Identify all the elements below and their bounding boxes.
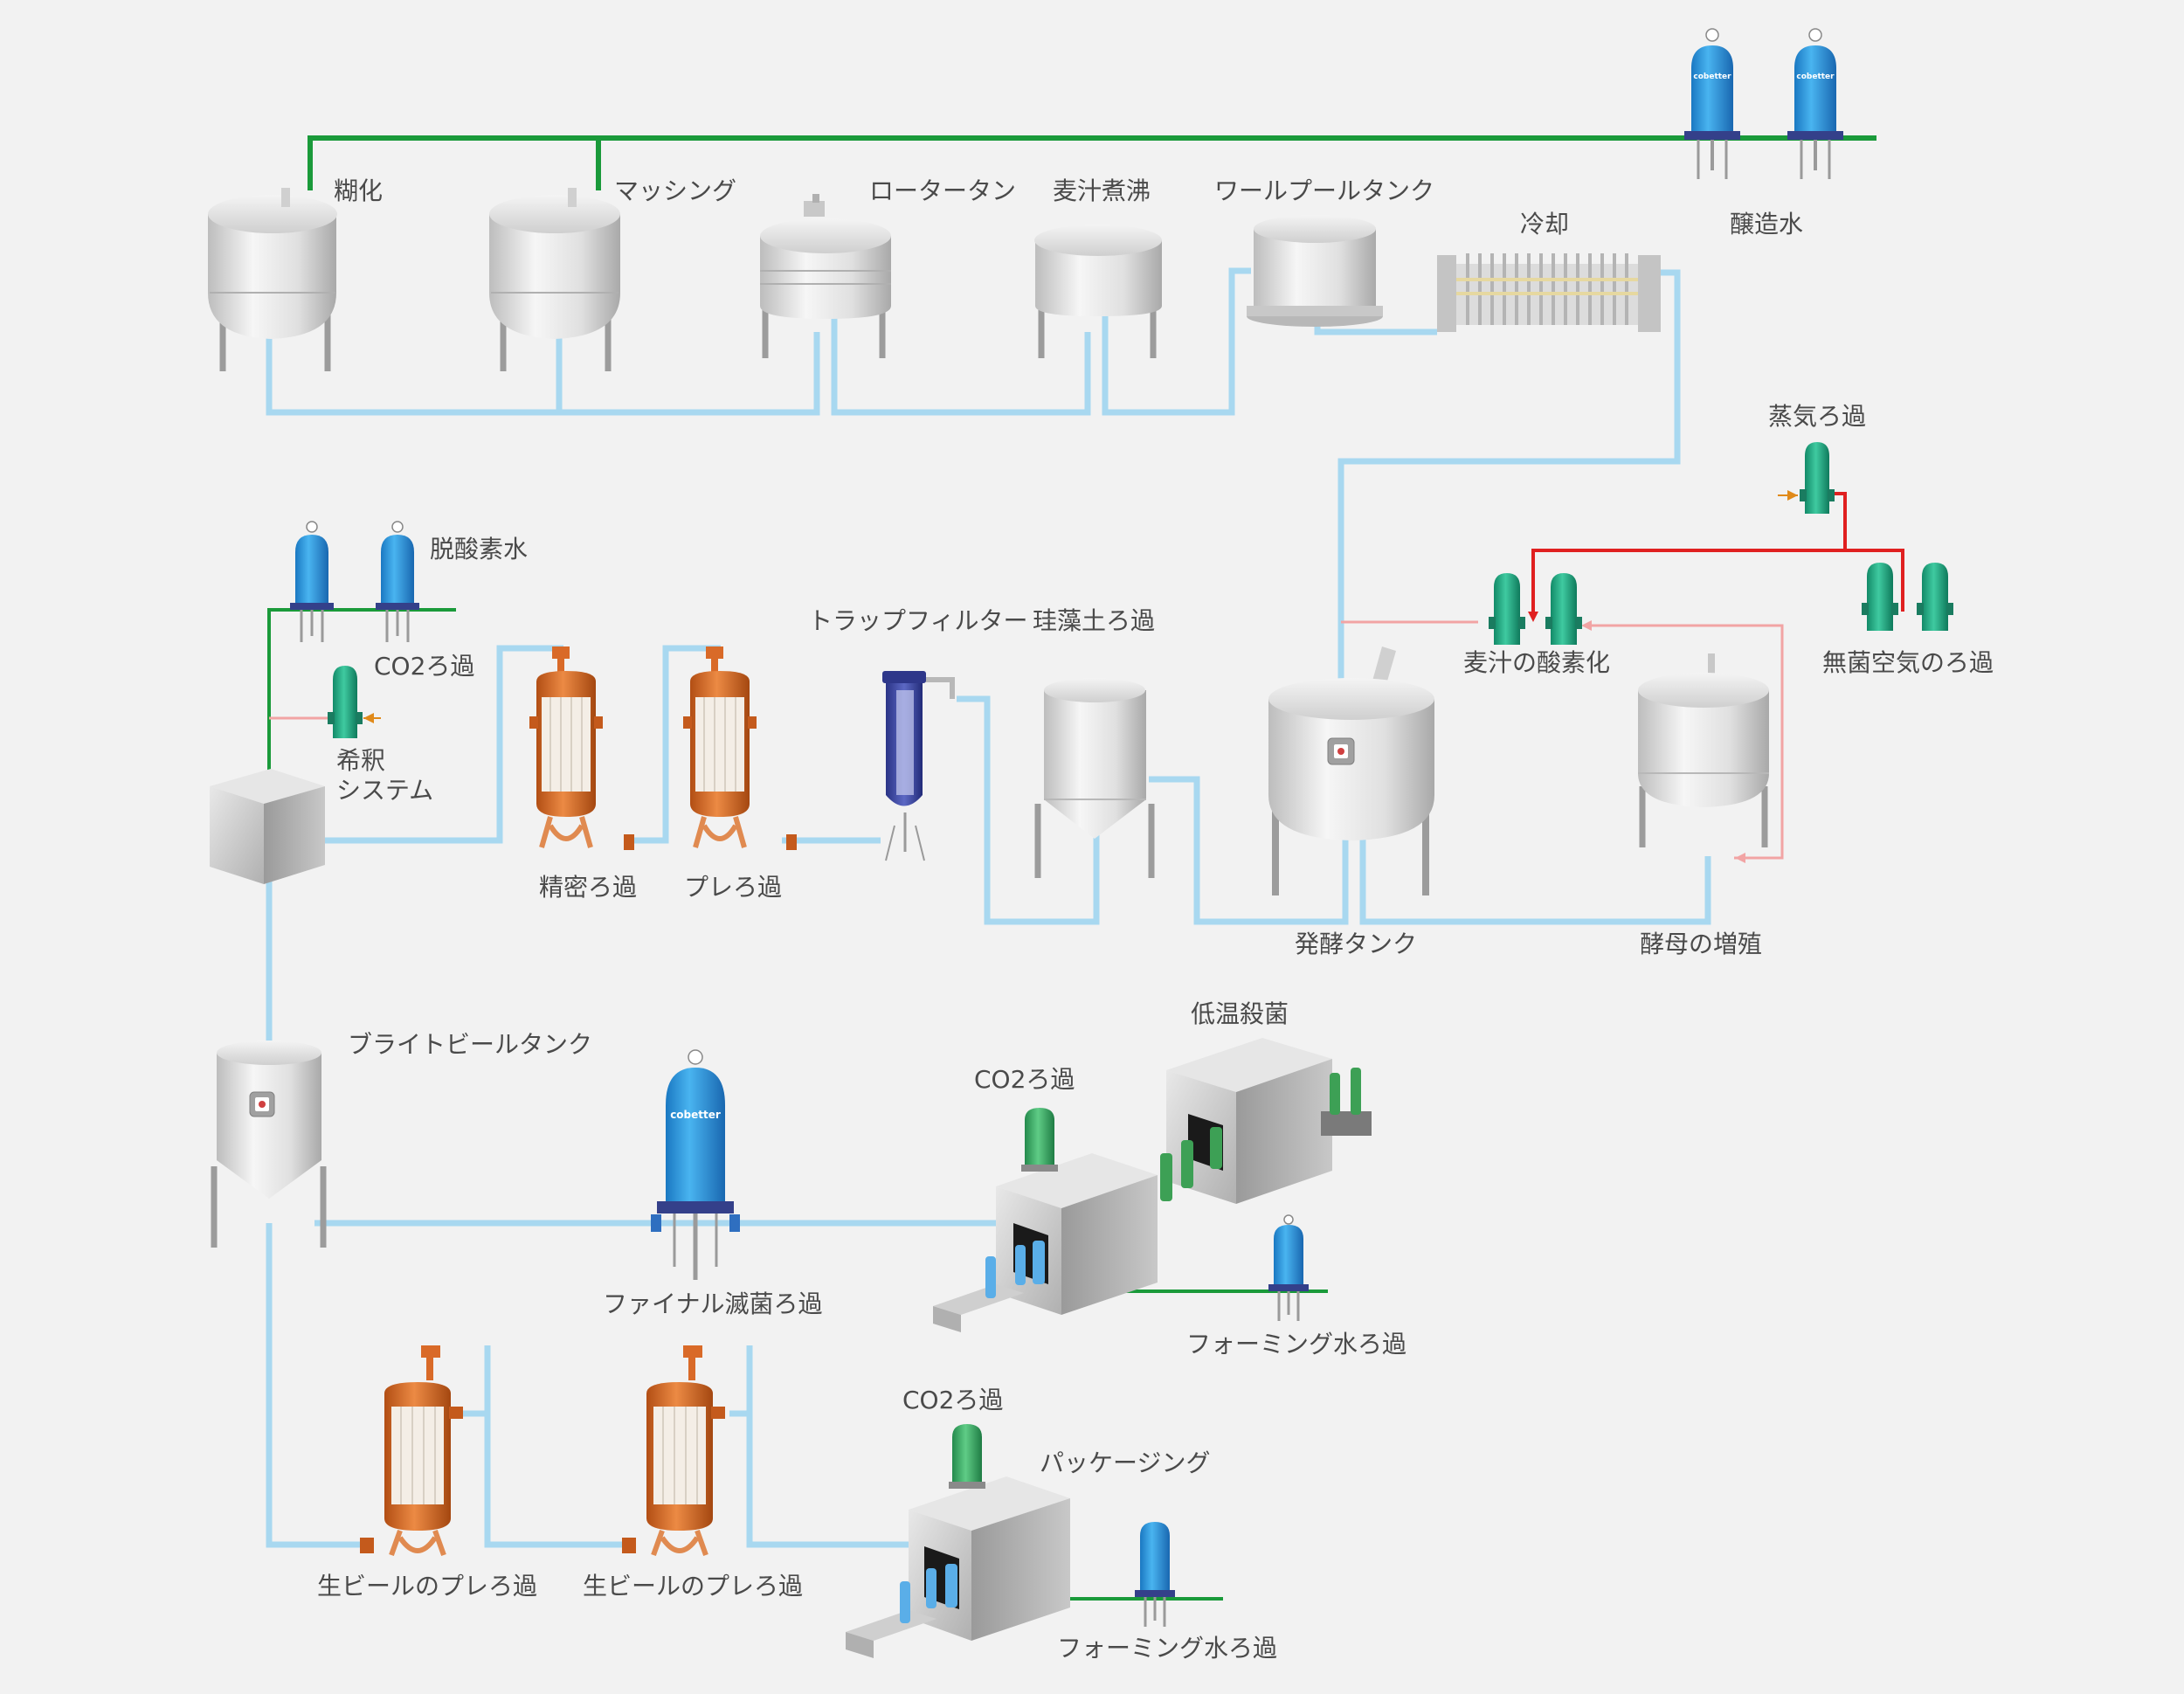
final-sterile-filter: cobetter: [651, 1049, 740, 1280]
pipe-fermenter-to-yeast: [1359, 834, 1711, 925]
product-pipes: [266, 267, 1711, 1548]
label-packaging: パッケージング: [1040, 1449, 1210, 1477]
label-dilution-system: 希釈 システム: [336, 746, 433, 805]
water-pipes: [267, 135, 1876, 1601]
label-bright-beer-tank: ブライトビールタンク: [348, 1030, 592, 1059]
pipe-lauter-to-boil: [831, 315, 1091, 416]
bright-beer-tank: [211, 1041, 327, 1248]
air-pipe-yeast: [1586, 624, 1784, 860]
label-diatomaceous-filtration: 珪藻土ろ過: [1033, 606, 1155, 635]
label-draft-beer-prefiltration-1: 生ビールのプレろ過: [317, 1572, 537, 1601]
dilution-system-unit: [210, 769, 325, 884]
pipe-cooler-to-fermenter: [1337, 269, 1681, 695]
draft-beer-prefilter-housing-2: [622, 1345, 725, 1557]
co2-filter-packaging: [949, 1424, 985, 1489]
label-co2-filtration-bottling: CO2ろ過: [974, 1065, 1075, 1094]
label-yeast-propagation: 酵母の増殖: [1640, 930, 1762, 958]
label-pasteurization: 低温殺菌: [1191, 999, 1289, 1028]
draft-beer-prefilter-housing-1: [360, 1345, 463, 1557]
label-steam-filtration: 蒸気ろ過: [1768, 402, 1866, 431]
steam-pipe-main: [1531, 492, 1847, 613]
brand-text: cobetter: [1796, 73, 1835, 81]
yeast-propagation-tank: [1638, 653, 1769, 847]
precision-filter-housing: [529, 646, 634, 850]
label-dilution-system-line-2: システム: [336, 776, 433, 805]
sterile-air-filter-1: [1862, 563, 1898, 631]
brand-text: cobetter: [670, 1109, 721, 1121]
label-foaming-water-filtration-1: フォーミング水ろ過: [1186, 1330, 1406, 1359]
foaming-water-filter-1: [1268, 1214, 1309, 1321]
pipe-whirlpool-to-cooler: [1314, 325, 1437, 335]
pipe-trap-to-diatom: [957, 695, 1100, 925]
packaging-unit: [846, 1476, 1070, 1658]
co2-filter-bottling: [1021, 1108, 1058, 1172]
label-brewing-water: 醸造水: [1730, 210, 1803, 239]
pasteurizer-unit: [1160, 1038, 1372, 1204]
steam-arrow: [1528, 612, 1538, 622]
brewing-water-filter-1: cobetter: [1684, 28, 1740, 179]
water-pipe-main: [308, 135, 1876, 190]
fermentation-tank: [1268, 646, 1434, 895]
steam-pipes: [1531, 492, 1904, 613]
pipe-boil-to-whirlpool: [1102, 267, 1251, 416]
label-lauter-tun: ロータータン: [869, 176, 1016, 205]
mash-cooking-kettle: [208, 188, 337, 371]
steam-filter: [1778, 442, 1835, 514]
label-draft-beer-prefiltration-2: 生ビールのプレろ過: [583, 1572, 803, 1601]
co2-filter-dilution: [328, 666, 381, 738]
label-co2-filtration-packaging: CO2ろ過: [902, 1386, 1003, 1414]
diatomaceous-earth-filter: [1034, 678, 1155, 878]
pipe-bright-down: [266, 1223, 360, 1548]
label-whirlpool-tank: ワールプールタンク: [1214, 176, 1434, 205]
pipe-diatom-to-fermenter: [1149, 776, 1349, 925]
bottling-unit: [933, 1153, 1158, 1332]
label-trap-filter: トラップフィルター: [808, 606, 1027, 635]
label-dilution-system-line-1: 希釈: [336, 746, 385, 775]
mashing-kettle: [489, 188, 620, 371]
pipe-precision-to-pre: [629, 645, 721, 844]
label-wort-oxygenation: 麦汁の酸素化: [1463, 648, 1610, 677]
sterile-air-filter-2: [1917, 563, 1953, 631]
label-co2-filtration-dilution: CO2ろ過: [374, 652, 474, 681]
pipe-prefilter-1-to-2: [463, 1410, 627, 1548]
prefilter-housing: [683, 646, 797, 850]
label-final-sterile-filtration: ファイナル滅菌ろ過: [603, 1290, 822, 1318]
deaerated-water-filter-2: [376, 521, 419, 642]
air-arrow-1: [1581, 620, 1592, 631]
label-wort-boiling: 麦汁煮沸: [1053, 176, 1151, 205]
pipe-dilution-to-precision: [323, 645, 563, 844]
label-precision-filtration: 精密ろ過: [539, 873, 637, 902]
trap-filter: [882, 671, 955, 861]
label-prefiltration: プレろ過: [684, 873, 782, 902]
pipe-prefilter-2-to-package: [729, 1410, 909, 1548]
foaming-water-filter-2: [1135, 1522, 1175, 1627]
plate-cooler: [1437, 253, 1661, 332]
air-pipes: [269, 620, 1784, 860]
label-cooling: 冷却: [1520, 210, 1569, 239]
label-mash-cooking: 糊化: [334, 176, 383, 205]
wort-oxygenation-filter-2: [1545, 573, 1582, 645]
deaerated-water-filter-1: [290, 521, 334, 642]
steam-pipe-right: [1845, 549, 1904, 612]
labels: 糊化 マッシング ロータータン 麦汁煮沸 ワールプールタンク 冷却 醸造水 蒸気…: [317, 176, 1994, 1663]
pipe-mash-to-lauter: [266, 328, 820, 416]
brand-text: cobetter: [1693, 73, 1731, 81]
label-mashing: マッシング: [614, 176, 736, 205]
air-arrow-2: [1735, 853, 1745, 863]
label-foaming-water-filtration-2: フォーミング水ろ過: [1057, 1634, 1277, 1663]
wort-boiling-kettle: [1034, 225, 1162, 358]
wort-oxygenation-filter-1: [1489, 573, 1525, 645]
label-deaerated-water: 脱酸素水: [430, 535, 528, 564]
label-fermentation-tank: 発酵タンク: [1295, 930, 1417, 958]
lauter-tun: [760, 194, 891, 358]
label-sterile-air-filtration: 無菌空気のろ過: [1822, 648, 1994, 677]
brewing-water-filter-2: cobetter: [1787, 28, 1843, 179]
whirlpool-tank: [1247, 215, 1383, 327]
